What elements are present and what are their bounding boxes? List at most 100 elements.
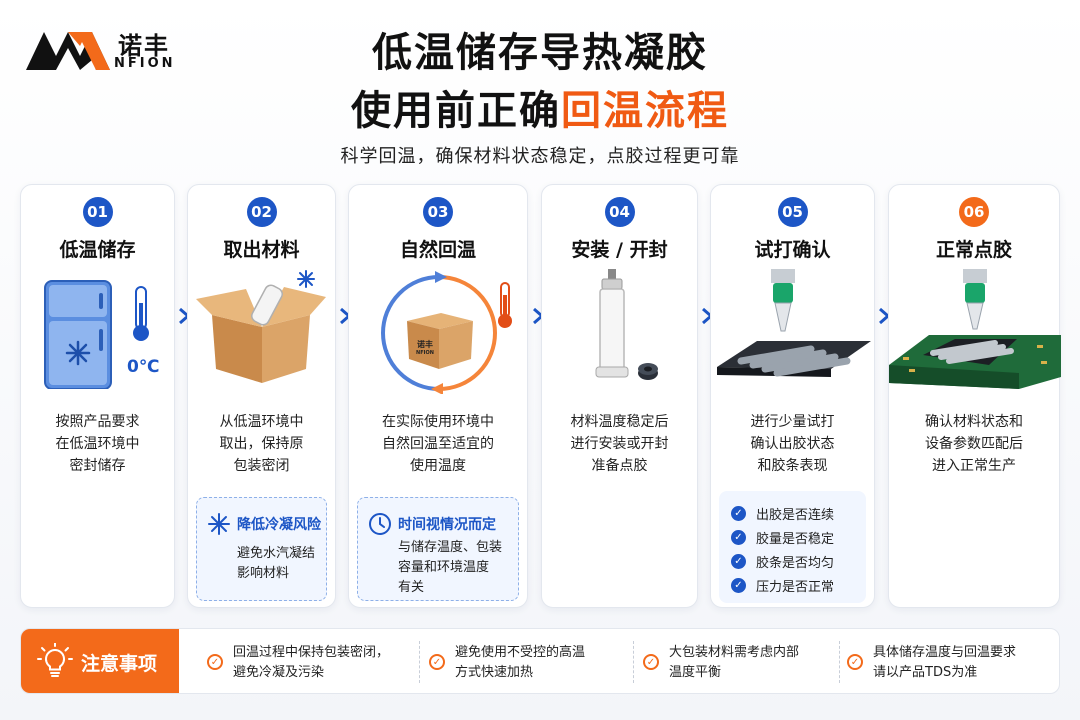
check-item: ✓ 压力是否正常 bbox=[731, 573, 856, 597]
step-illustration bbox=[188, 269, 335, 585]
note-line: 有关 bbox=[398, 580, 425, 595]
desc-line: 包装密闭 bbox=[233, 458, 290, 474]
check-icon: ✓ bbox=[847, 654, 863, 670]
check-icon: ✓ bbox=[643, 654, 659, 670]
step-illustration: 诺丰 NFION bbox=[349, 269, 527, 585]
check-icon: ✓ bbox=[207, 654, 223, 670]
note-text: 避免水汽凝结 影响材料 bbox=[237, 544, 315, 584]
check-icon: ✓ bbox=[731, 529, 746, 545]
check-label: 压力是否正常 bbox=[756, 579, 835, 595]
step-title: 正常点胶 bbox=[935, 239, 1012, 261]
lightbulb-icon bbox=[37, 643, 73, 677]
box-brand-cn: 诺丰 bbox=[417, 340, 433, 349]
open-box-icon bbox=[196, 270, 326, 383]
divider bbox=[419, 641, 420, 683]
brand-mark-icon bbox=[26, 32, 110, 70]
notice-line: 大包装材料需考虑内部 bbox=[669, 645, 800, 660]
step-number: 03 bbox=[423, 197, 453, 227]
snowflake-icon bbox=[208, 513, 230, 535]
dispenser-test-icon bbox=[717, 263, 871, 377]
notice-line: 方式快速加热 bbox=[455, 665, 534, 680]
desc-line: 材料温度稳定后 bbox=[570, 414, 669, 430]
step-description: 从低温环境中 取出，保持原 包装密闭 bbox=[188, 411, 335, 477]
step-description: 进行少量试打 确认出胶状态 和胶条表现 bbox=[711, 411, 874, 477]
step-description: 材料温度稳定后 进行安装或开封 准备点胶 bbox=[542, 411, 697, 477]
check-list: ✓ 出胶是否连续 ✓胶量是否稳定 ✓ 胶条是否均匀 ✓ 压力是否正常 bbox=[719, 491, 866, 603]
page-title-line1: 低温储存导热凝胶 bbox=[372, 30, 708, 76]
notice-line: 避免使用不受控的高温 bbox=[455, 645, 586, 660]
syringe-cartridge-icon bbox=[595, 269, 658, 380]
notice-line: 具体储存温度与回温要求 bbox=[873, 645, 1017, 660]
step-description: 确认材料状态和 设备参数匹配后 进入正常生产 bbox=[889, 411, 1059, 477]
notice-line: 回温过程中保持包装密闭， bbox=[233, 645, 390, 660]
note-line: 与储存温度、包装 bbox=[398, 540, 503, 555]
desc-line: 密封储存 bbox=[69, 458, 126, 474]
fridge-icon bbox=[44, 280, 149, 390]
step-number: 02 bbox=[246, 197, 277, 227]
notice-bar: 注意事项 ✓ 回温过程中保持包装密闭， 避免冷凝及污染 ✓ 避免使用不受控的高温… bbox=[20, 628, 1060, 694]
notice-text: 避免使用不受控的高温 方式快速加热 bbox=[455, 643, 645, 683]
check-item: ✓ 胶条是否均匀 bbox=[731, 549, 856, 573]
step-number: 05 bbox=[777, 197, 808, 227]
desc-line: 进入正常生产 bbox=[932, 458, 1016, 474]
step-illustration: 0℃ bbox=[21, 269, 174, 585]
check-icon: ✓ bbox=[731, 577, 746, 593]
step-card-5: 05 试打确认 进行少量试打 确认出胶状态 和胶条表现 ✓出胶是否连续 ✓胶量是… bbox=[710, 184, 875, 608]
notice-line: 请以产品TDS为准 bbox=[873, 665, 978, 680]
step-illustration bbox=[711, 263, 874, 585]
step-title: 低温储存 bbox=[59, 239, 136, 261]
check-label: 胶条是否均匀 bbox=[756, 555, 835, 571]
brand-name-en: NFION bbox=[114, 56, 176, 71]
divider bbox=[633, 641, 634, 683]
check-icon: ✓ bbox=[731, 505, 746, 521]
desc-line: 设备参数匹配后 bbox=[925, 436, 1023, 452]
desc-line: 和胶条表现 bbox=[757, 458, 828, 474]
desc-line: 从低温环境中 bbox=[219, 414, 304, 430]
step-number: 06 bbox=[959, 197, 989, 227]
step-card-1: 01 低温储存 0℃ 按照产品要求 在低温环境中 密封储存 bbox=[20, 184, 175, 608]
desc-line: 确认出胶状态 bbox=[750, 436, 835, 452]
notice-label: 注意事项 bbox=[81, 653, 158, 675]
note-title: 时间视情况而定 bbox=[398, 517, 496, 533]
desc-line: 按照产品要求 bbox=[55, 414, 140, 430]
notice-text: 回温过程中保持包装密闭， 避免冷凝及污染 bbox=[233, 643, 423, 683]
note-line: 避免水汽凝结 bbox=[237, 546, 316, 561]
desc-line: 进行安装或开封 bbox=[570, 436, 669, 452]
box-brand-en: NFION bbox=[416, 350, 434, 356]
notice-text: 大包装材料需考虑内部 温度平衡 bbox=[669, 643, 859, 683]
notice-header: 注意事项 bbox=[21, 629, 179, 693]
note-line: 容量和环境温度 bbox=[398, 560, 490, 575]
step-title: 自然回温 bbox=[399, 239, 476, 261]
step-number: 04 bbox=[604, 197, 635, 227]
brand-logo: 诺丰 NFION bbox=[26, 24, 196, 74]
desc-line: 在实际使用环境中 bbox=[382, 414, 494, 430]
title-plain: 使用前正确 bbox=[351, 88, 561, 134]
desc-line: 取出，保持原 bbox=[219, 436, 304, 452]
clock-icon bbox=[369, 513, 391, 535]
notice-line: 温度平衡 bbox=[669, 665, 722, 680]
pcb-dispensing-icon bbox=[889, 263, 1061, 389]
check-icon: ✓ bbox=[731, 553, 746, 569]
step-title: 安装 / 开封 bbox=[571, 239, 668, 261]
notice-line: 避免冷凝及污染 bbox=[233, 665, 325, 680]
check-item: ✓胶量是否稳定 bbox=[731, 525, 856, 549]
note-title: 降低冷凝风险 bbox=[237, 517, 321, 533]
check-label: 出胶是否连续 bbox=[756, 507, 835, 523]
desc-line: 确认材料状态和 bbox=[925, 414, 1023, 430]
step-note: 时间视情况而定 与储存温度、包装 容量和环境温度 有关 bbox=[357, 497, 519, 601]
desc-line: 使用温度 bbox=[410, 458, 466, 474]
step-illustration bbox=[542, 269, 697, 585]
step-number: 01 bbox=[82, 197, 113, 227]
step-card-3: 03 自然回温 诺丰 NFION 在实际使用环境中 自然回温至适宜的 使用温度 … bbox=[348, 184, 528, 608]
page-subtitle: 科学回温，确保材料状态稳定，点胶过程更可靠 bbox=[340, 146, 740, 167]
check-icon: ✓ bbox=[429, 654, 445, 670]
step-description: 在实际使用环境中 自然回温至适宜的 使用温度 bbox=[349, 411, 527, 477]
step-card-6: 06 正常点胶 确认材料状态和 设备参数匹配后 进入正常生产 bbox=[888, 184, 1061, 608]
page-title-line2: 使用前正确回温流程 bbox=[0, 78, 1080, 136]
step-illustration bbox=[889, 263, 1061, 585]
note-line: 影响材料 bbox=[237, 566, 290, 581]
desc-line: 自然回温至适宜的 bbox=[382, 436, 494, 452]
title-highlight: 回温流程 bbox=[561, 88, 729, 134]
brand-name-cn: 诺丰 bbox=[118, 32, 170, 60]
step-card-4: 04 安装 / 开封 材料温度稳定后 进行安装或开封 准备点胶 bbox=[541, 184, 698, 608]
